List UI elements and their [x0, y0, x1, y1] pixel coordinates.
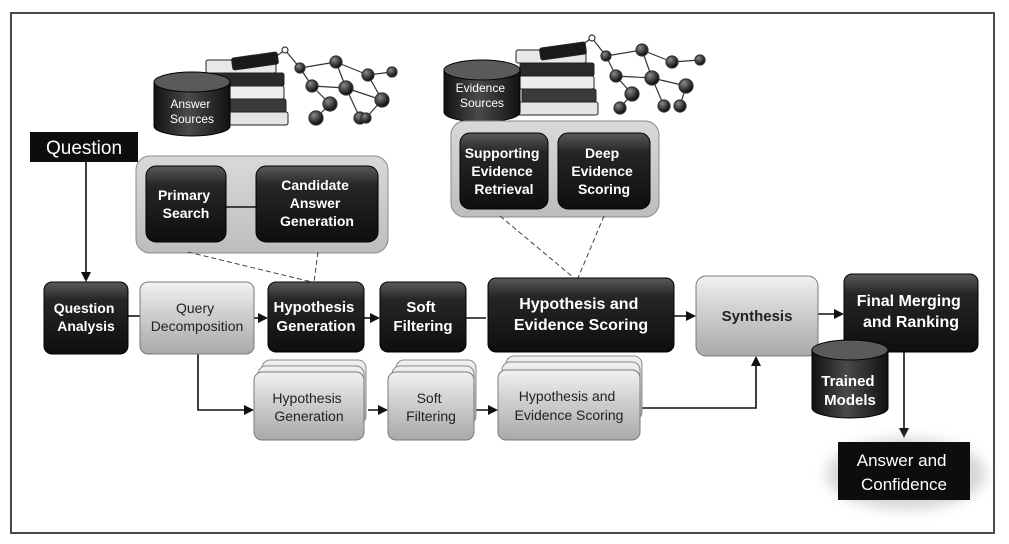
parallel-hypothesis-generation-stack: Hypothesis Generation [253, 359, 367, 441]
trained-models-cylinder: Trained Models [811, 339, 889, 419]
hypothesis-generation-box: Hypothesis Generation [267, 281, 365, 353]
soft-filtering-box: Soft Filtering [379, 281, 467, 353]
answer-sources-label: Answer Sources [170, 97, 214, 126]
deep-evidence-scoring-box: Deep Evidence Scoring [557, 132, 651, 210]
svg-text:Primary Search: Primary Search [158, 187, 214, 221]
evidence-books-icon [513, 41, 599, 116]
parallel-to-synthesis-arrow [640, 356, 761, 409]
svg-text:Soft Filtering: Soft Filtering [393, 299, 452, 335]
svg-text:Soft Filtering: Soft Filtering [406, 390, 456, 424]
question-box [30, 132, 138, 162]
candidate-answer-generation-box: Candidate Answer Generation [255, 165, 379, 243]
svg-text:Question Analysis: Question Analysis [54, 300, 119, 334]
svg-text:Trained Models: Trained Models [821, 373, 879, 409]
svg-text:Synthesis: Synthesis [722, 308, 793, 325]
hypothesis-evidence-scoring-box: Hypothesis and Evidence Scoring [487, 277, 675, 353]
svg-text:Hypothesis and Evidenc: Hypothesis and Evidence Scoring [515, 388, 624, 423]
decomposition-to-parallel-arrow [197, 352, 254, 415]
final-merging-box: Final Merging and Ranking [843, 273, 979, 353]
parallel-hypothesis-evidence-scoring-stack: Hypothesis and Evidence Scoring [497, 355, 643, 441]
synthesis-box: Synthesis [695, 275, 819, 357]
answer-network-icon [267, 46, 398, 126]
parallel-soft-filtering-stack: Soft Filtering [387, 359, 477, 441]
svg-text:Final Merging and Rank: Final Merging and Ranking [857, 293, 965, 331]
answer-sources-cylinder-icon [153, 71, 231, 137]
evidence-sources-label: Evidence Sources [456, 81, 509, 110]
svg-text:Hypothesis and Evidenc: Hypothesis and Evidence Scoring [514, 296, 648, 334]
evidence-sources-group: Evidence Sources [443, 34, 706, 123]
figure-frame [10, 12, 995, 534]
svg-text:Candidate Answer: Candidate Answer Generation [280, 177, 354, 229]
svg-text:Deep Evidence: Deep Evidence Scoring [571, 145, 636, 197]
evidence-network-icon [573, 34, 706, 115]
svg-text:Hypothesis Generation: Hypothesis Generation [272, 390, 345, 424]
evidence-sources-cylinder-icon [443, 59, 521, 123]
question-label: Question [46, 138, 122, 159]
svg-text:Answer and Confidence: Answer and Confidence [857, 451, 952, 494]
query-decomposition-box: Query Decomposition [139, 281, 255, 355]
question-analysis-box: Question Analysis [43, 281, 129, 355]
svg-text:Hypothesis Generation: Hypothesis Generation [273, 299, 358, 335]
svg-text:Supporting Evidence: Supporting Evidence Retrieval [465, 145, 544, 197]
supporting-evidence-retrieval-box: Supporting Evidence Retrieval [459, 132, 549, 210]
primary-search-box: Primary Search [145, 165, 227, 243]
svg-text:Query Decomposition: Query Decomposition [151, 300, 244, 334]
connectors [81, 162, 909, 438]
answer-sources-group: Answer Sources [153, 46, 398, 137]
dashed-links [187, 215, 605, 283]
answer-confidence-group: Answer and Confidence [826, 438, 986, 510]
